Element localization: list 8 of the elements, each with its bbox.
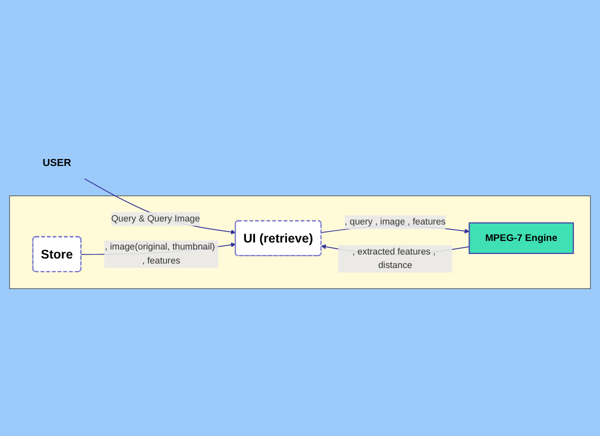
node-text: USER (42, 157, 72, 168)
arrow (84, 178, 236, 234)
edge-label: , query , image , features (344, 217, 446, 227)
edge-label: Query & Query Image (111, 214, 200, 224)
edge-label: , image(original, thumbnail) , features (104, 242, 215, 266)
node-box: MPEG-7 Engine (468, 222, 574, 254)
edge-label: , extracted features , distance (352, 246, 436, 270)
cluster (9, 196, 591, 289)
